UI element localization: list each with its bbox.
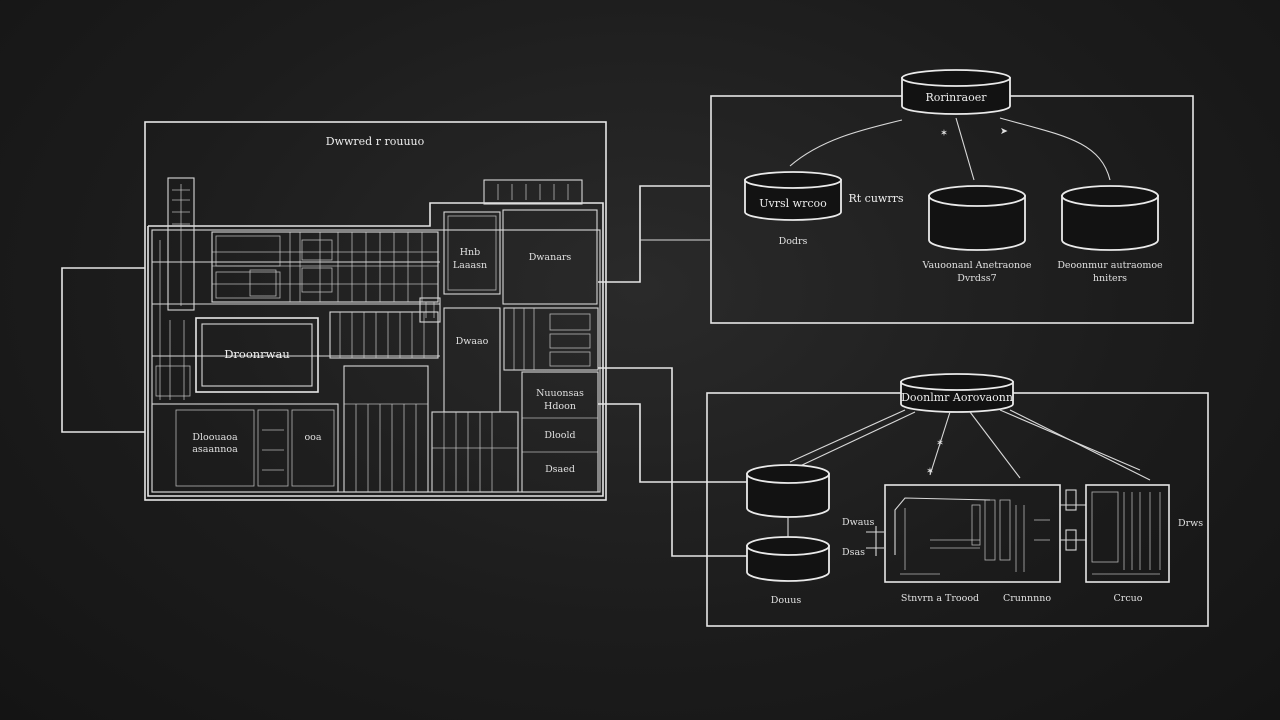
inner-frame bbox=[147, 202, 604, 497]
svg-text:Hdoon: Hdoon bbox=[544, 401, 576, 412]
middle-rack bbox=[884, 484, 1061, 583]
arrow-hub-to-db2 bbox=[955, 117, 975, 181]
bottom-database-label: Douus bbox=[771, 595, 802, 606]
upper-grid bbox=[211, 231, 439, 303]
right-rack-upper bbox=[503, 307, 599, 371]
link-left-to-bottom-panel-1 bbox=[598, 367, 748, 557]
database-3-icon bbox=[1061, 185, 1159, 251]
vertical-column bbox=[167, 177, 195, 311]
middle-rack-label: Stnvrn a Troood bbox=[901, 593, 979, 604]
svg-text:hniters: hniters bbox=[1093, 273, 1127, 284]
svg-text:asaannoa: asaannoa bbox=[192, 444, 238, 455]
left-small-label-2: Dsas bbox=[842, 547, 865, 558]
center-module-label: Droonrwau bbox=[224, 347, 290, 361]
arrow-hub-to-db1 bbox=[789, 119, 903, 167]
connector-block bbox=[419, 297, 441, 323]
left-small-label-1: Dwaus bbox=[842, 517, 875, 528]
svg-text:✶: ✶ bbox=[926, 466, 934, 477]
left-block-title: Dwwred r rouuuo bbox=[326, 135, 425, 148]
small-module bbox=[443, 211, 501, 295]
right-mid-module-label: Dwaao bbox=[456, 336, 489, 347]
right-small-label: Drws bbox=[1178, 518, 1203, 529]
database-3-label: Deoonmur autraomoe bbox=[1057, 260, 1163, 271]
top-hub-database-icon bbox=[901, 69, 1011, 115]
arrow-bottom-hub-1 bbox=[789, 409, 906, 463]
database-2-label: Vauoonanl Anetraonoe bbox=[922, 260, 1032, 271]
bottom-left-label: Dloouaoa bbox=[192, 432, 238, 443]
bottom-hub-label: Doonlmr Aorovaonn bbox=[901, 391, 1013, 404]
small-module-label: Hnb bbox=[460, 247, 480, 258]
center-grid bbox=[329, 311, 439, 359]
top-rack-strip bbox=[483, 179, 583, 205]
svg-text:Laaasn: Laaasn bbox=[453, 260, 487, 271]
right-stack-label-1: Nuuonsas bbox=[536, 388, 584, 399]
svg-text:➤: ➤ bbox=[1000, 126, 1008, 137]
database-1-side-label: Rt cuwrrs bbox=[848, 192, 903, 205]
bottom-hub-database-icon bbox=[900, 373, 1014, 413]
top-right-module bbox=[502, 209, 598, 305]
bottom-right-label-1: Dloold bbox=[544, 430, 575, 441]
svg-text:✶: ✶ bbox=[936, 438, 944, 449]
right-rack bbox=[1085, 484, 1170, 583]
right-mid-module bbox=[443, 307, 501, 413]
bottom-database-2-icon bbox=[746, 536, 830, 582]
top-right-panel: Rorinraoer ✶ ➤ Uvrsl wrcoo Rt cuwrrs Dod… bbox=[710, 69, 1194, 324]
middle-rack-right-label: Crunnnno bbox=[1003, 593, 1051, 604]
bottom-right-label-2: Dsaed bbox=[545, 464, 575, 475]
top-hub-label: Rorinraoer bbox=[926, 91, 988, 104]
arrow-bottom-hub-2 bbox=[929, 411, 951, 476]
center-module bbox=[195, 317, 319, 393]
link-left-to-top-panel bbox=[598, 185, 710, 283]
svg-text:ooa: ooa bbox=[304, 432, 321, 443]
arrow-hub-to-db3 bbox=[999, 117, 1111, 181]
top-right-module-label: Dwanars bbox=[529, 252, 572, 263]
left-block-frame bbox=[144, 121, 607, 501]
bottom-right-panel: Doonlmr Aorovaonn ✶ ✶ Douus Dwaus Dsas bbox=[706, 373, 1209, 627]
left-block: Dwwred r rouuuo Dwanars Hnb Laaasn bbox=[61, 121, 607, 501]
connector-lines bbox=[598, 185, 748, 557]
bottom-database-1-icon bbox=[746, 464, 830, 518]
database-1-icon bbox=[744, 171, 842, 221]
bottom-center-grid bbox=[343, 365, 519, 493]
database-1-label: Uvrsl wrcoo bbox=[759, 197, 827, 210]
arrow-bottom-hub-3 bbox=[969, 411, 1021, 479]
svg-text:✶: ✶ bbox=[940, 128, 948, 139]
database-2-icon bbox=[928, 185, 1026, 251]
right-rack-label: Crcuo bbox=[1114, 593, 1143, 604]
svg-text:Dvrdss7: Dvrdss7 bbox=[957, 273, 996, 284]
link-left-to-bottom-panel-2 bbox=[598, 403, 748, 483]
bottom-left-grid bbox=[151, 403, 339, 493]
database-1-below-label: Dodrs bbox=[779, 236, 808, 247]
left-port-box bbox=[61, 267, 145, 433]
right-stack-module bbox=[521, 371, 599, 493]
